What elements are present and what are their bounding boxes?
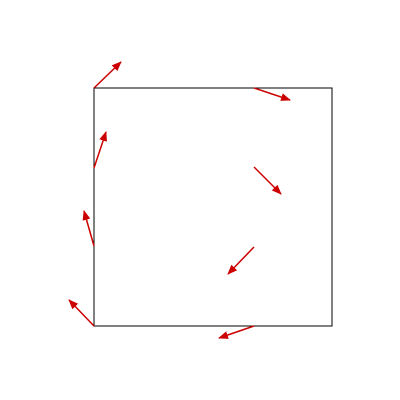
arrow-bottom-left-corner bbox=[68, 299, 95, 327]
arrow-group bbox=[68, 61, 291, 339]
arrow-bottom-edge bbox=[218, 325, 255, 339]
square-outline bbox=[93, 87, 333, 327]
arrow-left-edge-upper bbox=[93, 131, 107, 169]
arrow-interior-lower bbox=[227, 246, 255, 275]
arrow-interior-upper bbox=[253, 166, 282, 195]
arrow-top-edge bbox=[253, 87, 291, 101]
arrow-left-edge-lower bbox=[82, 210, 95, 247]
arrow-top-left-corner bbox=[93, 61, 122, 89]
